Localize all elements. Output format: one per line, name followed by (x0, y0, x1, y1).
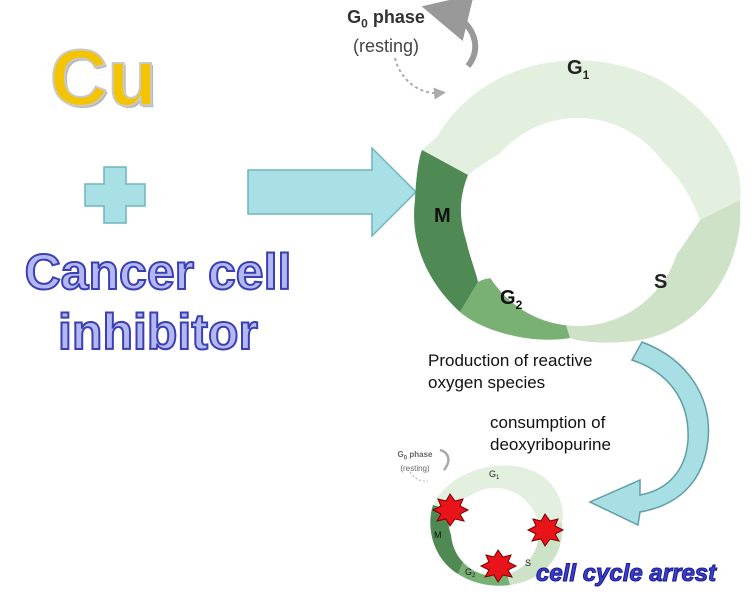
plus-icon (84, 166, 146, 224)
consumption-line-1: consumption of (490, 413, 606, 432)
ros-line-1: Production of reactive (428, 351, 593, 370)
curved-arrow-icon (588, 341, 710, 527)
cell-cycle-large (414, 60, 741, 343)
phase-g1-segment (422, 60, 741, 220)
copper-label: Cu (49, 33, 158, 122)
label-s: S (654, 271, 667, 293)
cycle-hole (474, 118, 682, 326)
damage-burst-icon-3 (479, 549, 518, 583)
inhibitor-label: Cancer cell inhibitor (8, 242, 308, 362)
consumption-note: consumption of deoxyribopurine (490, 412, 611, 456)
damage-burst-icon (431, 493, 470, 527)
small-g0-label: G0 phase (resting) (387, 450, 443, 474)
ros-note: Production of reactive oxygen species (428, 350, 592, 394)
small-label-g1: G1 (489, 469, 500, 481)
small-label-g2: G2 (465, 567, 476, 579)
small-cycle-hole (451, 488, 539, 576)
small-g0-loop-arrow (439, 448, 450, 471)
inhibitor-line-1: Cancer cell (24, 243, 293, 301)
inhibitor-line-2: inhibitor (57, 303, 259, 361)
label-m: M (434, 205, 451, 227)
small-g0-dashed-arrow (409, 471, 429, 482)
g0-label: G0 phase (resting) (332, 6, 440, 57)
label-g2: G2 (500, 287, 523, 312)
small-phase-m-segment (430, 505, 466, 574)
right-arrow-icon (247, 146, 418, 238)
damage-burst-icon-2 (526, 513, 565, 547)
label-g1: G1 (567, 57, 590, 82)
g0-dashed-arrow (394, 57, 446, 100)
ros-line-2: oxygen species (428, 373, 546, 392)
g0-subtitle: (resting) (352, 35, 419, 56)
small-g0-subtitle: (resting) (400, 463, 430, 473)
small-label-s: S (525, 558, 531, 568)
consumption-line-2: deoxyribopurine (490, 435, 611, 454)
small-label-m: M (434, 530, 442, 540)
phase-m-segment (414, 150, 478, 312)
cell-cycle-arrest-label: cell cycle arrest (535, 560, 717, 588)
small-phase-g1-segment (433, 465, 563, 528)
g0-loop-arrow-icon (421, 0, 479, 68)
